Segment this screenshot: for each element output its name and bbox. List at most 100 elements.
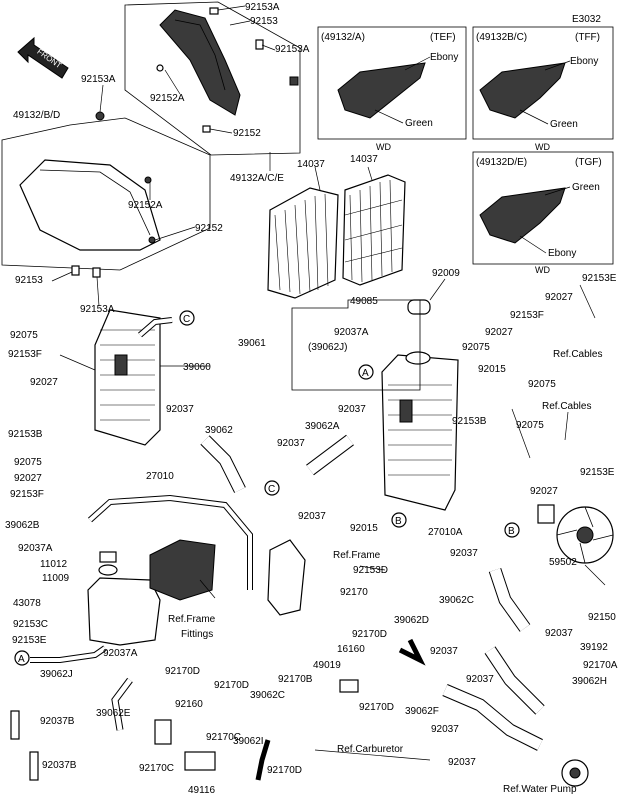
part-label: Fittings [181, 629, 213, 640]
part-label: 92153E [580, 467, 615, 478]
part-label: Ref.Frame [168, 614, 216, 625]
callout-a-left: A [14, 650, 30, 666]
part-label: 39062D [394, 615, 429, 626]
part-label: 92170D [165, 666, 200, 677]
part-label: 92170D [359, 702, 394, 713]
svg-text:Green: Green [572, 182, 600, 193]
svg-text:A: A [18, 654, 25, 665]
part-label: 92153F [510, 310, 544, 321]
part-label: 39192 [580, 642, 608, 653]
left-shroud-group [1, 111, 211, 278]
part-label: Ref.Carburetor [337, 744, 404, 755]
callout-b-mid: B [391, 512, 407, 528]
svg-text:Ebony: Ebony [548, 248, 576, 259]
hose-39062i [255, 739, 271, 781]
svg-text:C: C [183, 314, 190, 325]
valve-49116 [184, 751, 216, 771]
part-label: 92037 [277, 438, 305, 449]
part-label: 92153A [275, 44, 310, 55]
part-label: 92027 [530, 486, 558, 497]
hose-bracket [267, 539, 306, 616]
part-label: 27010A [428, 527, 463, 538]
part-label: 92037 [298, 511, 326, 522]
part-label: 16160 [337, 644, 365, 655]
part-label: 39062J [40, 669, 73, 680]
part-label: 92027 [545, 292, 573, 303]
fuel-filter-16160 [339, 679, 359, 693]
svg-text:WD: WD [535, 265, 550, 275]
part-label: 92075 [516, 420, 544, 431]
part-label: 49019 [313, 660, 341, 671]
part-label: 92153B [452, 416, 487, 427]
part-label: Ref.Water Pump [503, 784, 577, 795]
part-label: Ref.Frame [333, 550, 381, 561]
part-label: 43078 [13, 598, 41, 609]
part-label: 92027 [30, 377, 58, 388]
part-label: 92075 [462, 342, 490, 353]
radiator-screen-right [342, 174, 406, 286]
part-label: 92153A [245, 2, 280, 13]
svg-text:A: A [362, 368, 369, 379]
part-label: 92153E [12, 635, 47, 646]
svg-text:(TEF): (TEF) [430, 32, 456, 43]
part-label: 92015 [350, 523, 378, 534]
part-label: 39062H [572, 676, 607, 687]
svg-text:Green: Green [550, 119, 578, 130]
part-label: 92075 [10, 330, 38, 341]
clamp-92037b-b [29, 751, 39, 781]
water-pump [561, 759, 589, 787]
part-label: 92150 [588, 612, 616, 623]
svg-text:WD: WD [376, 142, 391, 152]
part-label: 11009 [42, 573, 70, 584]
part-label: 92152A [150, 93, 185, 104]
hose-39062j [30, 645, 107, 663]
part-label: 92153D [353, 565, 388, 576]
part-label: 39062B [5, 520, 40, 531]
part-label: 14037 [297, 159, 325, 170]
part-label: 92037A [18, 543, 53, 554]
part-label: 92027 [14, 473, 42, 484]
hose-39062d [398, 638, 426, 666]
svg-text:(49132B/C): (49132B/C) [476, 32, 527, 43]
part-label: 92037 [431, 724, 459, 735]
part-label: 92027 [485, 327, 513, 338]
part-label: 39061 [238, 338, 266, 349]
part-label: 59502 [549, 557, 577, 568]
part-label: 92037B [42, 760, 77, 771]
clamp-92160 [154, 719, 172, 745]
shroud-variant-box-a: (49132/A) (TEF) Ebony Green WD [317, 26, 467, 152]
part-label: 92037 [166, 404, 194, 415]
part-label: 39062C [439, 595, 474, 606]
hose-39062e [111, 677, 133, 731]
hose-39062h [484, 646, 545, 715]
part-label: Ref.Cables [553, 349, 602, 360]
diagram-code: E3032 [572, 14, 601, 25]
callout-c-top: C [179, 310, 195, 326]
part-label: 11012 [40, 559, 68, 570]
part-label: 92153E [582, 273, 617, 284]
hose-39062 [200, 435, 246, 493]
right-shroud-group [124, 1, 301, 156]
svg-text:Green: Green [405, 118, 433, 129]
part-label: 39060 [183, 362, 211, 373]
part-label: 92037A [334, 327, 369, 338]
part-label: 92037 [450, 548, 478, 559]
svg-text:WD: WD [535, 142, 550, 152]
part-label: 92075 [14, 457, 42, 468]
part-label: 92170A [583, 660, 618, 671]
part-label: 49132A/C/E [230, 173, 284, 184]
leader-lines [51, 5, 606, 761]
part-label: 39062F [405, 706, 439, 717]
fan-assembly [537, 504, 614, 564]
part-label: 92037 [545, 628, 573, 639]
reservoir-tank [87, 551, 161, 646]
part-label: 92153 [15, 275, 43, 286]
callout-c-mid: C [264, 480, 280, 496]
part-label: Ref.Cables [542, 401, 591, 412]
radiator-right [381, 299, 459, 511]
shroud-variant-box-b: (49132B/C) (TFF) Ebony Green WD [472, 26, 614, 152]
part-label: 92037 [338, 404, 366, 415]
part-label: 92153 [250, 16, 278, 27]
part-label: 92170D [214, 680, 249, 691]
part-label: 92152 [195, 223, 223, 234]
